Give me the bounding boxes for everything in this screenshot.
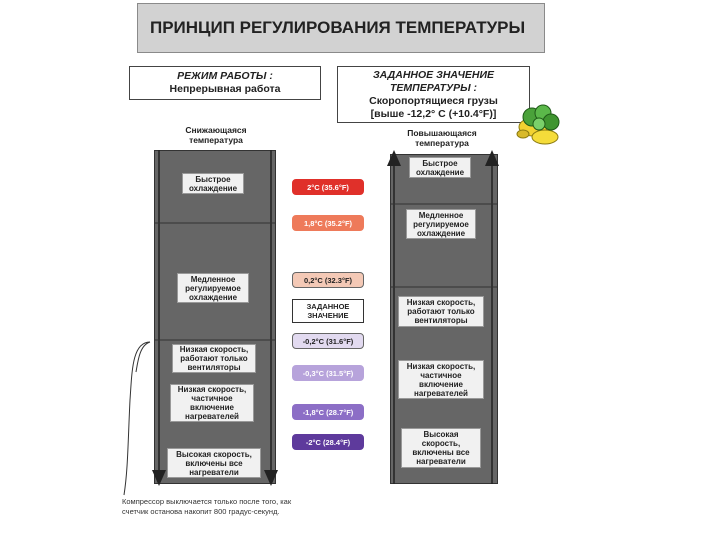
mode-box: РЕЖИМ РАБОТЫ : Непрерывная работа xyxy=(129,66,321,100)
temp-pill: 0,2°С (32.3°F) xyxy=(292,272,364,288)
left-label-fans-only: Низкая скорость, работают только вентиля… xyxy=(172,344,256,373)
up-arrow-icon xyxy=(387,150,401,166)
left-column xyxy=(154,150,276,484)
temp-pill: -2°С (28.4°F) xyxy=(292,434,364,450)
left-label-partial-heaters: Низкая скорость, частичное включение наг… xyxy=(170,384,254,422)
right-label-fast-cooling: Быстрое охлаждение xyxy=(409,157,471,178)
up-arrow-icon xyxy=(485,150,499,166)
down-arrow-icon xyxy=(152,470,166,486)
setpoint-cargo: Скоропортящиеся грузы xyxy=(369,95,498,107)
right-label-all-heaters: Высокая скорость, включены все нагревате… xyxy=(401,428,481,468)
left-label-slow-cooling: Медленное регулируемое охлаждение xyxy=(177,273,249,303)
page-title-text: ПРИНЦИП РЕГУЛИРОВАНИЯ ТЕМПЕРАТУРЫ xyxy=(150,18,526,37)
setpoint-box: ЗАДАННОЕ ЗНАЧЕНИЕ ТЕМПЕРАТУРЫ : Скоропор… xyxy=(337,66,530,123)
right-label-fans-only: Низкая скорость, работают только вентиля… xyxy=(398,296,484,327)
compressor-note: Компрессор выключается только после того… xyxy=(122,497,292,516)
temp-pill: -1,8°С (28.7°F) xyxy=(292,404,364,420)
temp-pill: -0,3°С (31.5°F) xyxy=(292,365,364,381)
setpoint-label: ЗАДАННОЕ ЗНАЧЕНИЕ xyxy=(292,299,364,323)
page-title: ПРИНЦИП РЕГУЛИРОВАНИЯ ТЕМПЕРАТУРЫ xyxy=(137,3,545,53)
left-column-heading: Снижающаяся температура xyxy=(185,125,247,145)
setpoint-heading-2: ТЕМПЕРАТУРЫ : xyxy=(389,82,478,94)
left-label-all-heaters: Высокая скорость, включены все нагревате… xyxy=(167,448,261,478)
mode-value: Непрерывная работа xyxy=(169,83,281,95)
temp-pill: -0,2°С (31.6°F) xyxy=(292,333,364,349)
down-arrow-icon xyxy=(264,470,278,486)
setpoint-range: [выше -12,2° С (+10.4°F)] xyxy=(370,108,497,120)
left-label-fast-cooling: Быстрое охлаждение xyxy=(182,173,244,194)
right-label-partial-heaters: Низкая скорость, частичное включение наг… xyxy=(398,360,484,399)
temp-pill: 1,8°С (35.2°F) xyxy=(292,215,364,231)
mode-heading: РЕЖИМ РАБОТЫ : xyxy=(177,70,273,82)
right-column-heading: Повышающаяся температура xyxy=(407,128,477,148)
temp-pill: 2°С (35.6°F) xyxy=(292,179,364,195)
right-label-slow-cooling: Медленное регулируемое охлаждение xyxy=(406,209,476,239)
setpoint-heading-1: ЗАДАННОЕ ЗНАЧЕНИЕ xyxy=(372,69,495,81)
